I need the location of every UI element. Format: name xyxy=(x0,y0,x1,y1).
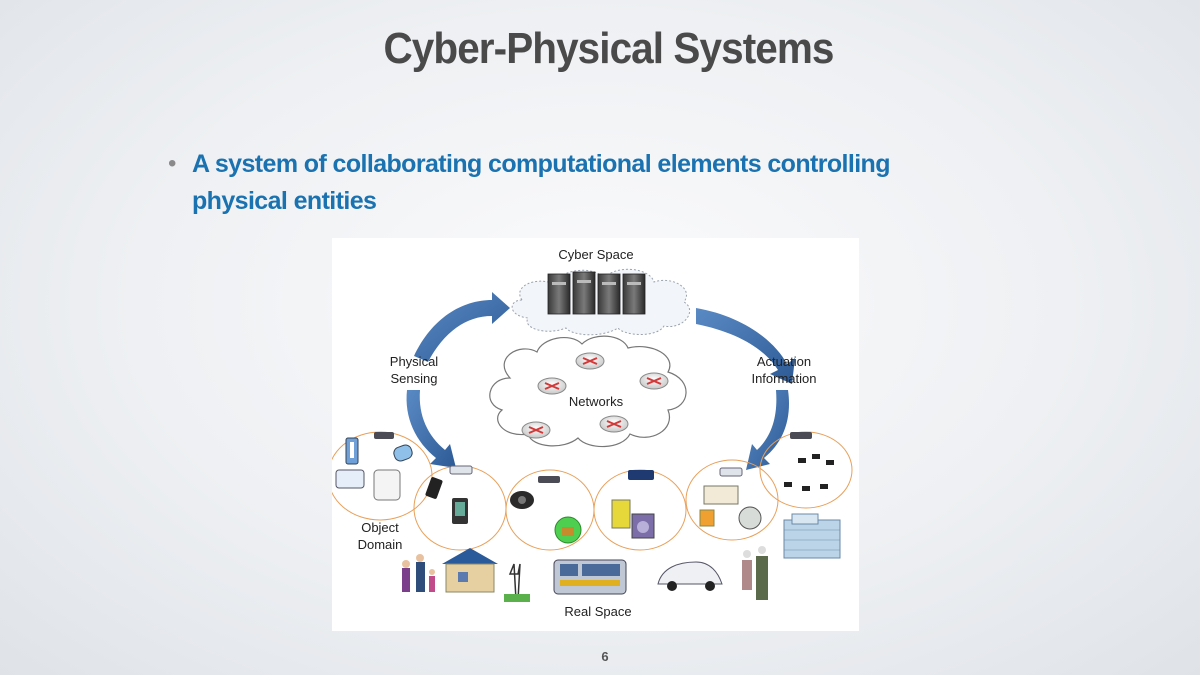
washing-machine-icon xyxy=(631,513,655,539)
electric-car-icon xyxy=(657,561,723,591)
wifi-access-point-icon xyxy=(449,465,743,477)
cps-diagram: Cyber Space Networks Physical Sensing Ac… xyxy=(332,238,859,631)
power-tower-icon xyxy=(504,563,530,602)
object-domain-label-2: Domain xyxy=(358,537,403,552)
family-icon xyxy=(402,554,435,592)
network-cloud-icon xyxy=(489,335,687,448)
page-number: 6 xyxy=(601,649,609,664)
networks-label: Networks xyxy=(569,394,624,409)
power-meter-icon xyxy=(699,485,762,530)
mobile-phone-icon xyxy=(425,477,468,524)
physical-sensing-arrow xyxy=(414,292,510,362)
cyber-space-label: Cyber Space xyxy=(558,247,633,262)
actuation-arrow xyxy=(696,308,795,384)
bullet-item: A system of collaborating computational … xyxy=(192,150,891,215)
slide-title: Cyber-Physical Systems xyxy=(383,24,834,73)
thermometer-icon xyxy=(345,437,359,465)
train-icon xyxy=(553,559,627,595)
webcam-icon xyxy=(510,491,534,509)
lock-icon xyxy=(554,516,582,544)
office-building-icon xyxy=(783,513,841,559)
sensor-node-icon xyxy=(784,454,834,491)
elderly-couple-icon xyxy=(742,546,768,600)
refrigerator-icon xyxy=(611,499,631,529)
actuation-label-1: Actuation xyxy=(757,354,811,369)
physical-sensing-label-1: Physical xyxy=(390,354,439,369)
router-icon xyxy=(374,432,812,483)
actuation-down-arrow xyxy=(746,390,789,470)
object-domain-label-1: Object xyxy=(361,520,399,535)
server-rack-icon xyxy=(547,271,646,315)
bullet-dot: • xyxy=(168,150,177,177)
physical-sensing-label-2: Sensing xyxy=(391,371,438,386)
scale-icon xyxy=(335,444,413,501)
real-space-label: Real Space xyxy=(564,604,631,619)
solar-house-icon xyxy=(442,548,498,593)
actuation-label-2: Information xyxy=(751,371,816,386)
router-icon xyxy=(521,352,669,439)
sensing-down-arrow xyxy=(406,390,456,468)
